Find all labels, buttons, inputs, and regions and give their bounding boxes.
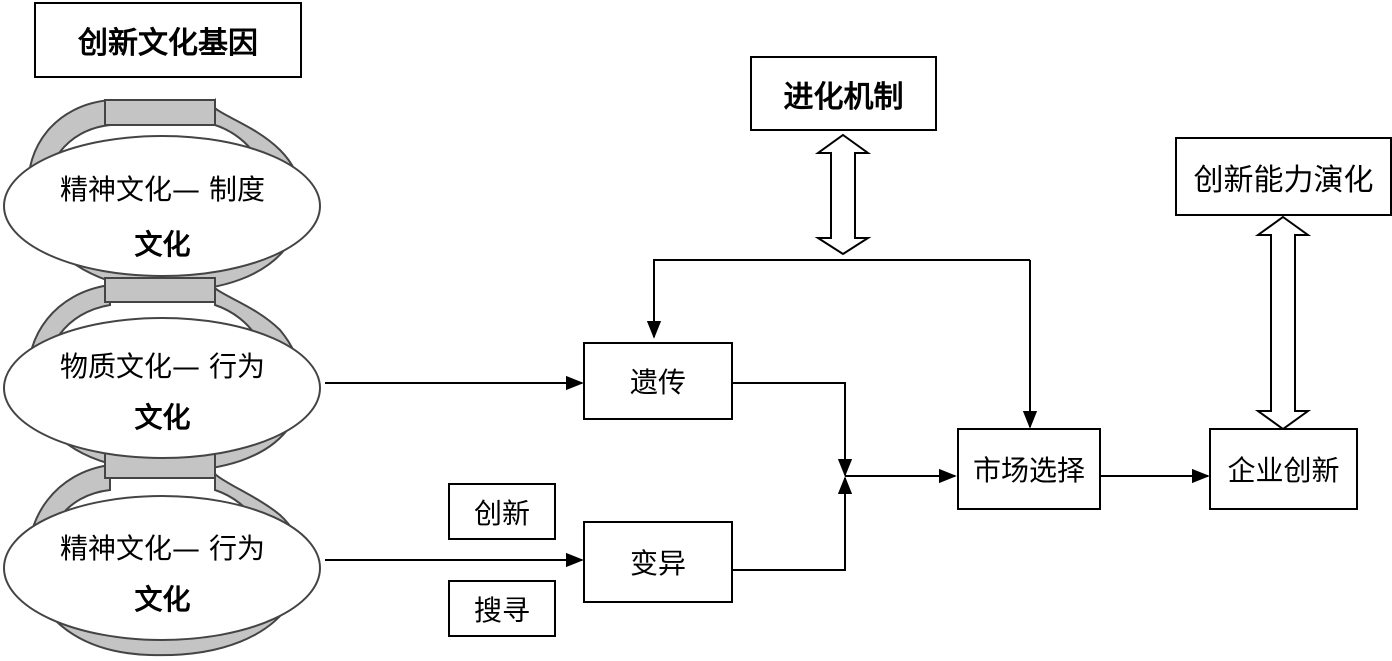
search-box: 搜寻 bbox=[448, 580, 556, 637]
line-feedback-to-heredity bbox=[646, 259, 1030, 339]
variation-box: 变异 bbox=[583, 521, 733, 603]
market-selection-box: 市场选择 bbox=[957, 428, 1101, 510]
helix-middle-line2: 文化 bbox=[134, 401, 191, 434]
connectors bbox=[325, 259, 1210, 571]
heredity-box: 遗传 bbox=[583, 342, 733, 420]
evolution-mechanism-box: 进化机制 bbox=[750, 56, 937, 131]
title-box: 创新文化基因 bbox=[34, 2, 302, 78]
helix-bottom-line2: 文化 bbox=[134, 583, 191, 616]
innovate-box: 创新 bbox=[448, 483, 556, 540]
double-arrow-evolution bbox=[814, 133, 872, 256]
double-arrow-capability bbox=[1254, 215, 1312, 431]
line-heredity-to-merge bbox=[732, 382, 853, 477]
line-variation-to-merge bbox=[732, 476, 853, 571]
helix-middle-line1: 物质文化— 行为 bbox=[60, 350, 265, 383]
enterprise-innovation-box: 企业创新 bbox=[1209, 428, 1358, 510]
helix-top-line2: 文化 bbox=[134, 228, 191, 261]
helix-bottom-line1: 精神文化— 行为 bbox=[60, 532, 265, 565]
oval-middle bbox=[3, 317, 321, 459]
helix-band-1 bbox=[104, 99, 216, 126]
helix-band-2 bbox=[104, 277, 216, 303]
helix-top-line1: 精神文化— 制度 bbox=[60, 173, 265, 206]
oval-top bbox=[3, 135, 321, 277]
helix-ovals bbox=[3, 135, 321, 641]
oval-bottom bbox=[3, 495, 321, 641]
capability-evolution-box: 创新能力演化 bbox=[1175, 137, 1392, 216]
